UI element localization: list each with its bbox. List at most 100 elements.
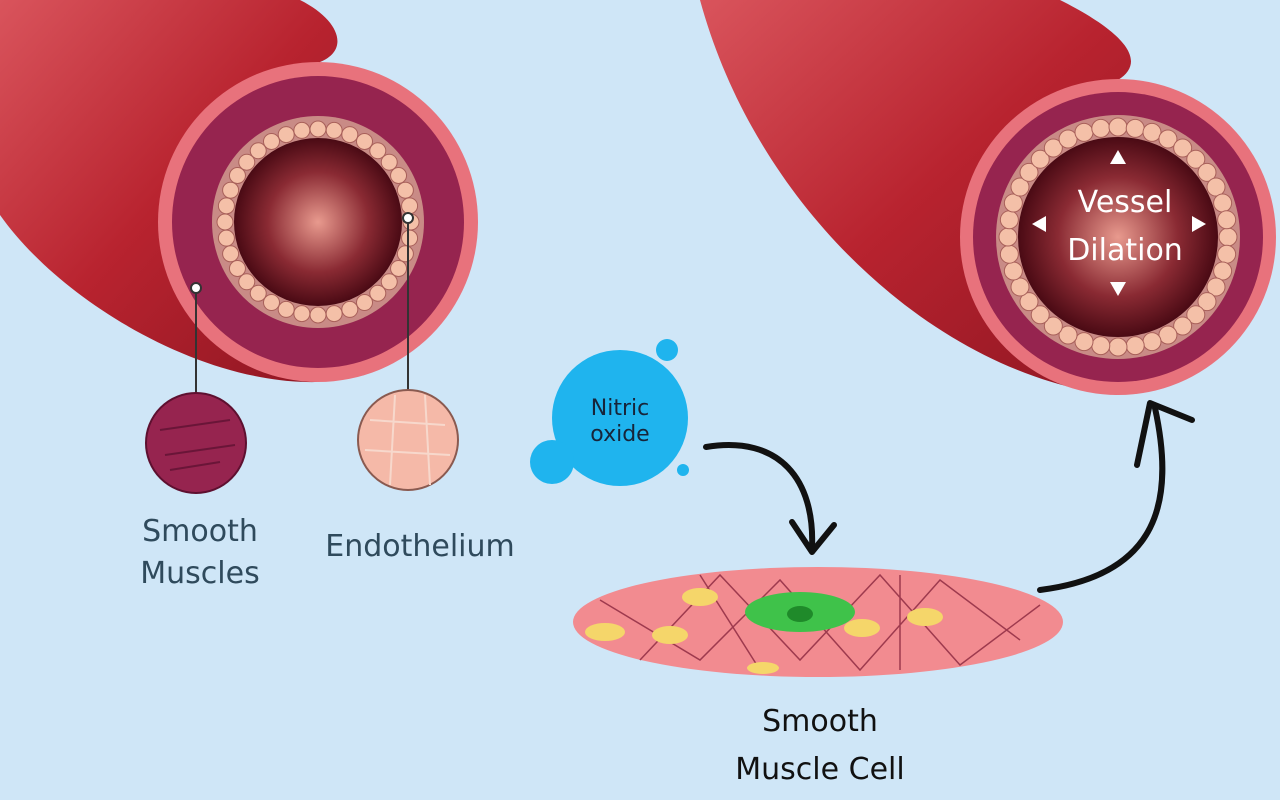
endothelial-cell [369,284,387,302]
endothelial-cell [216,213,234,231]
endothelial-cell [401,229,419,247]
endothelial-cell [1091,336,1111,356]
lumen [1018,137,1218,337]
endothelial-cell [228,167,246,184]
endothelial-cell [1142,332,1162,352]
vessel-dilation-label-line2: Dilation [1067,233,1183,268]
endothelial-cell [222,181,240,199]
endothelial-cell [1030,149,1050,169]
endothelial-cell [263,132,280,150]
endothelial-cell [263,294,280,312]
normal-vessel [0,0,478,383]
endothelial-cell [1125,118,1145,138]
endothelial-cell [1058,129,1078,149]
endothelial-cell [1213,261,1233,281]
smooth-muscle-cell-label-line2: Muscle Cell [735,752,904,787]
endothelial-cell [1010,177,1030,197]
endothelial-cell [1186,149,1206,169]
endothelial-cell [228,260,246,277]
endothelial-cell [1003,261,1023,281]
arrow-up-icon [1110,150,1126,164]
endothelium-label: Endothelium [325,529,515,564]
endothelial-cell [1186,305,1206,325]
endothelial-cell [1197,292,1217,312]
nitric-oxide-label-line2: oxide [590,422,649,447]
arrow-to-cell-icon [703,442,837,555]
endothelial-cell [999,210,1019,230]
endothelial-cell [1125,336,1145,356]
smooth-muscles-label-line2: Muscles [140,556,259,591]
smooth-muscles-label-line1: Smooth [142,514,258,549]
endothelium-callout: Endothelium [325,212,515,564]
endothelial-cell [293,305,311,323]
endothelial-cell [401,197,419,215]
endothelial-cell [396,245,414,263]
endothelial-cell [222,245,240,263]
endothelial-cell [1213,193,1233,213]
endothelial-cell [277,126,295,144]
endothelial-cell [238,153,256,171]
endothelial-cell [309,306,327,324]
smooth-muscle-callout: Smooth Muscles [140,282,260,591]
arrow-right-icon [1192,216,1206,232]
arrow-down-icon [1110,282,1126,296]
endothelial-cell [1217,244,1237,264]
endothelial-cell [249,284,267,302]
endothelium-zoom [357,389,459,491]
endothelial-cell [1019,162,1039,182]
endothelial-cell [380,153,398,171]
endothelial-cell [380,273,398,291]
endothelial-cell [1043,138,1063,158]
endothelial-cell [1206,277,1226,297]
endothelial-cell [1074,332,1094,352]
endothelial-cell [998,227,1018,247]
endothelial-cells [998,117,1238,357]
endothelial-cell [1158,129,1178,149]
endothelial-cell [1043,316,1063,336]
dilated-vessel: Vessel Dilation [700,0,1276,395]
endothelial-cell [396,181,414,199]
endothelial-cell [325,305,343,323]
arrow-to-dilation-icon [1037,400,1195,593]
endothelial-cell [1019,292,1039,312]
endothelial-cell [341,300,359,318]
endothelial-cell [1108,117,1128,137]
endothelial-cell [238,273,256,291]
endothelial-cell [1058,325,1078,345]
endothelial-cell [217,197,235,215]
smooth-muscle-zoom [145,392,247,494]
endothelial-cell [1142,122,1162,142]
endothelial-cell [1173,138,1193,158]
endothelial-cell [390,167,408,184]
endothelial-cell [1010,277,1030,297]
endothelial-cell [1003,193,1023,213]
endothelial-cell [325,121,343,139]
endothelial-cell [1218,227,1238,247]
endothelial-cell [1173,316,1193,336]
endothelial-cell [249,142,267,160]
endothelial-cell [356,132,373,150]
endothelial-cell [309,120,327,138]
endothelial-cell [1091,118,1111,138]
endothelial-cell [1206,177,1226,197]
endothelial-cells [216,120,420,324]
endothelial-cell [999,244,1019,264]
endothelial-cell [390,260,408,277]
lumen [234,138,402,306]
endothelial-cell [1197,162,1217,182]
endothelial-cell [1030,305,1050,325]
endothelial-cell [341,126,359,144]
endothelial-cell [1074,122,1094,142]
smooth-muscle-cell: Smooth Muscle Cell [573,567,1063,787]
nitric-oxide-bubble: Nitric oxide [530,339,689,486]
smooth-muscle-cell-label-line1: Smooth [762,704,878,739]
endothelial-cell [277,300,295,318]
endothelial-cell [293,121,311,139]
endothelial-cell [1158,325,1178,345]
arrow-left-icon [1032,216,1046,232]
nitric-oxide-label-line1: Nitric [591,396,649,421]
endothelial-cell [356,294,373,312]
endothelial-cell [369,142,387,160]
endothelial-cell [217,229,235,247]
